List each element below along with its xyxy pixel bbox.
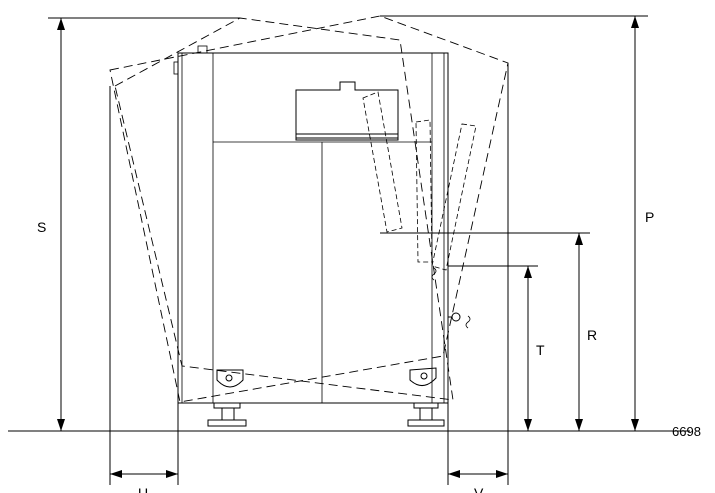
tilted-outline-left (109, 15, 509, 403)
dimension-u (109, 86, 179, 485)
caster-left (216, 369, 244, 388)
dimension-r (380, 232, 590, 431)
dimension-label-p: P (645, 209, 654, 225)
cabinet (173, 45, 449, 404)
panel-c (431, 123, 477, 271)
caster-right (409, 367, 437, 386)
dimension-label-u: U (138, 485, 148, 493)
side-handle (431, 267, 471, 329)
dimension-label-r: R (587, 327, 597, 343)
dimension-label-t: T (536, 342, 545, 358)
figure-reference-number: 6698 (672, 424, 701, 439)
dimension-t (448, 265, 538, 431)
panel-b (415, 119, 433, 263)
dimension-v (447, 63, 509, 485)
dimension-p (380, 15, 648, 431)
top-component (295, 81, 399, 141)
panel-a (362, 91, 403, 233)
tilted-outline-right (114, 17, 454, 401)
dimension-label-s: S (37, 219, 46, 235)
dimension-label-v: V (474, 485, 484, 493)
dimension-s (48, 17, 240, 431)
foot-right (407, 402, 445, 427)
foot-left (207, 402, 247, 427)
